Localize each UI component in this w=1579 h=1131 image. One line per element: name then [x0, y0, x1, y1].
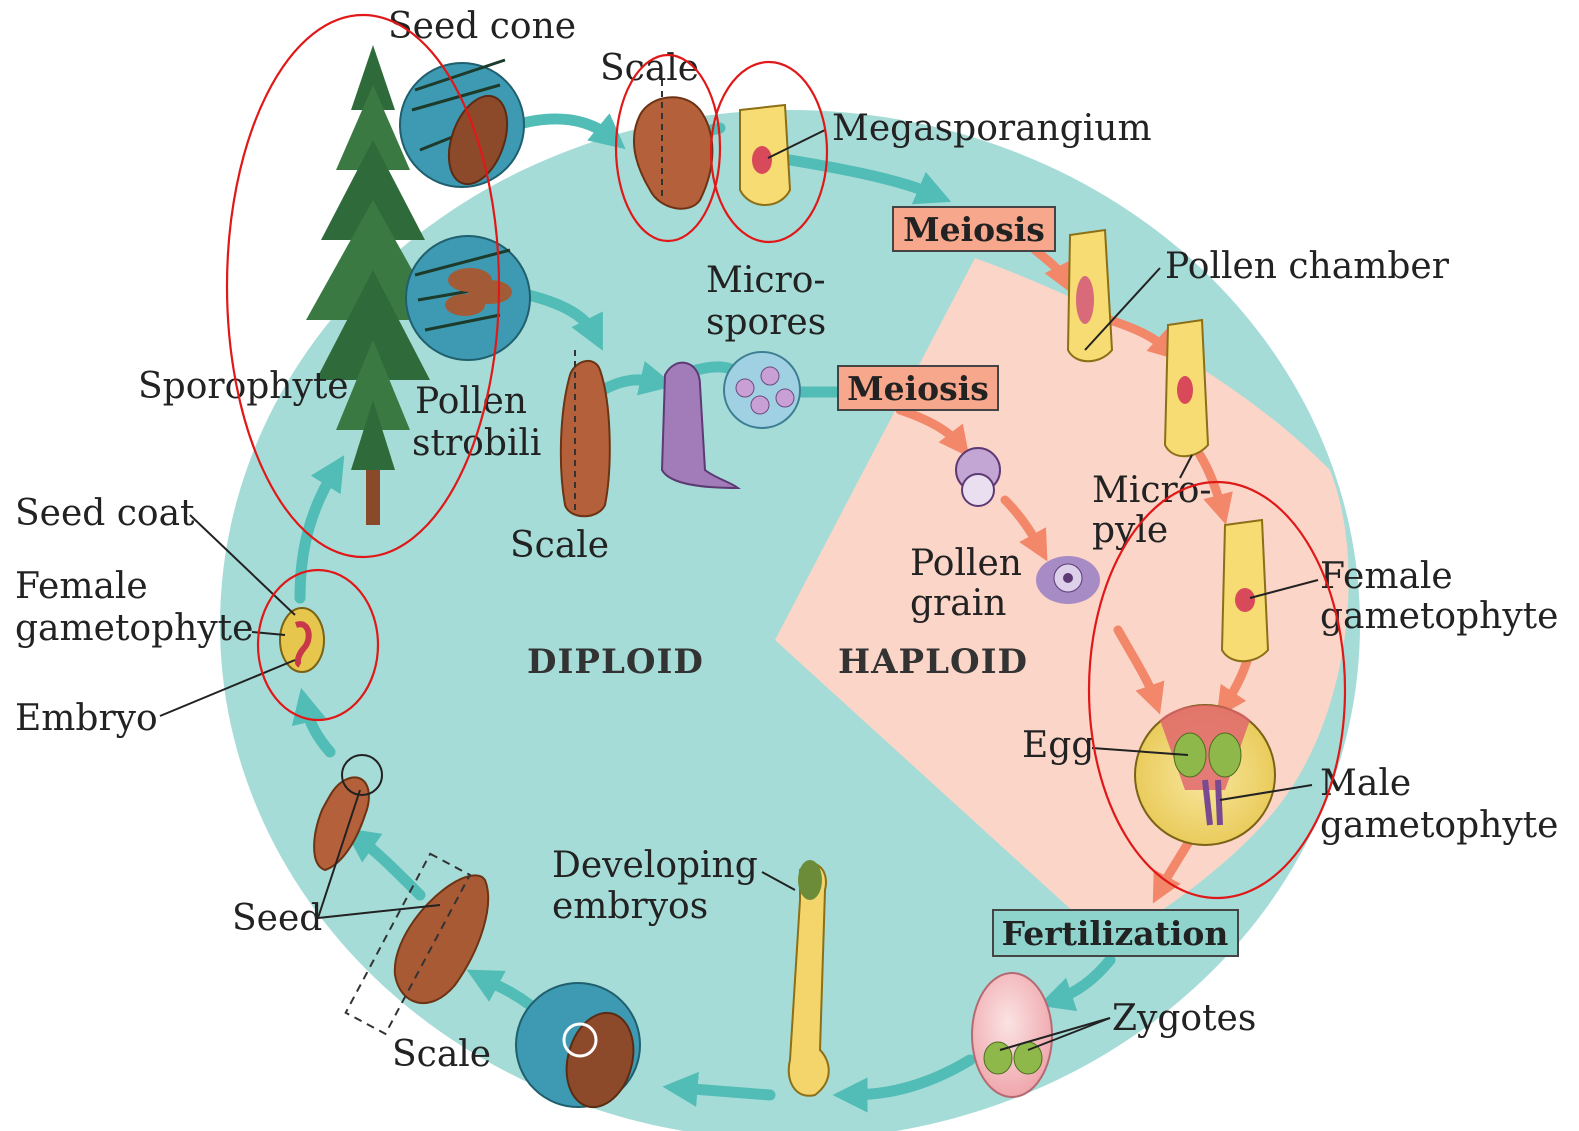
developing-embryos-line2: embryos — [552, 886, 708, 927]
meiosis-box-2: Meiosis — [838, 366, 998, 410]
developing-embryos-line1: Developing — [552, 845, 758, 886]
haploid-label: HAPLOID — [838, 642, 1028, 682]
male-gametophyte-line1: Male — [1320, 763, 1411, 804]
pollen-grain-illustration — [1036, 556, 1100, 604]
scale-top-label: Scale — [600, 48, 699, 89]
zygote-illustration — [972, 973, 1052, 1097]
seed-cone-label: Seed cone — [388, 6, 576, 47]
ovule-3 — [1222, 520, 1268, 661]
meiosis-label-2: Meiosis — [847, 369, 989, 408]
megasporangium-label: Megasporangium — [832, 108, 1152, 149]
microspores-label-line2: spores — [706, 302, 826, 343]
egg-label: Egg — [1022, 725, 1094, 766]
pollen-grain-label-line2: grain — [910, 583, 1006, 624]
pollen-grain-label-line1: Pollen — [910, 543, 1022, 584]
female-gametophyte-right-line1: Female — [1320, 556, 1453, 597]
fertilization-label: Fertilization — [1002, 914, 1229, 953]
micropyle-label-line1: Micro- — [1092, 470, 1212, 511]
sporophyte-label: Sporophyte — [138, 366, 349, 407]
female-gametophyte-right-line2: gametophyte — [1320, 596, 1558, 637]
scale-mid-label: Scale — [510, 525, 609, 566]
seed-coat-label: Seed coat — [15, 493, 195, 534]
diploid-label: DIPLOID — [527, 642, 704, 682]
seed-cone-illustration — [400, 60, 524, 192]
zygotes-label: Zygotes — [1112, 998, 1256, 1039]
embryo-label: Embryo — [15, 698, 158, 739]
pollen-strobili-label-line2: strobili — [412, 423, 541, 464]
pollen-chamber-label: Pollen chamber — [1165, 246, 1450, 287]
ovule-1 — [1068, 230, 1112, 361]
seed-cross-section — [280, 608, 324, 672]
scale-bottom-label: Scale — [392, 1034, 491, 1075]
female-gametophyte-left-line2: gametophyte — [15, 608, 253, 649]
megasporangium-illustration — [740, 105, 790, 205]
pollen-strobili-label-line1: Pollen — [415, 381, 527, 422]
ovule-2 — [1165, 320, 1208, 456]
meiosis-label-1: Meiosis — [903, 210, 1045, 249]
male-gametophyte-line2: gametophyte — [1320, 805, 1558, 846]
microspores-illustration — [724, 352, 800, 428]
micropyle-label-line2: pyle — [1092, 510, 1168, 551]
fertilization-illustration — [1135, 705, 1275, 845]
fertilization-box: Fertilization — [993, 910, 1238, 956]
pollen-strobili-illustration — [406, 236, 530, 360]
meiosis-box-1: Meiosis — [893, 207, 1055, 251]
microspores-label-line1: Micro- — [706, 260, 826, 301]
female-gametophyte-left-line1: Female — [15, 566, 148, 607]
seed-label: Seed — [232, 898, 322, 939]
